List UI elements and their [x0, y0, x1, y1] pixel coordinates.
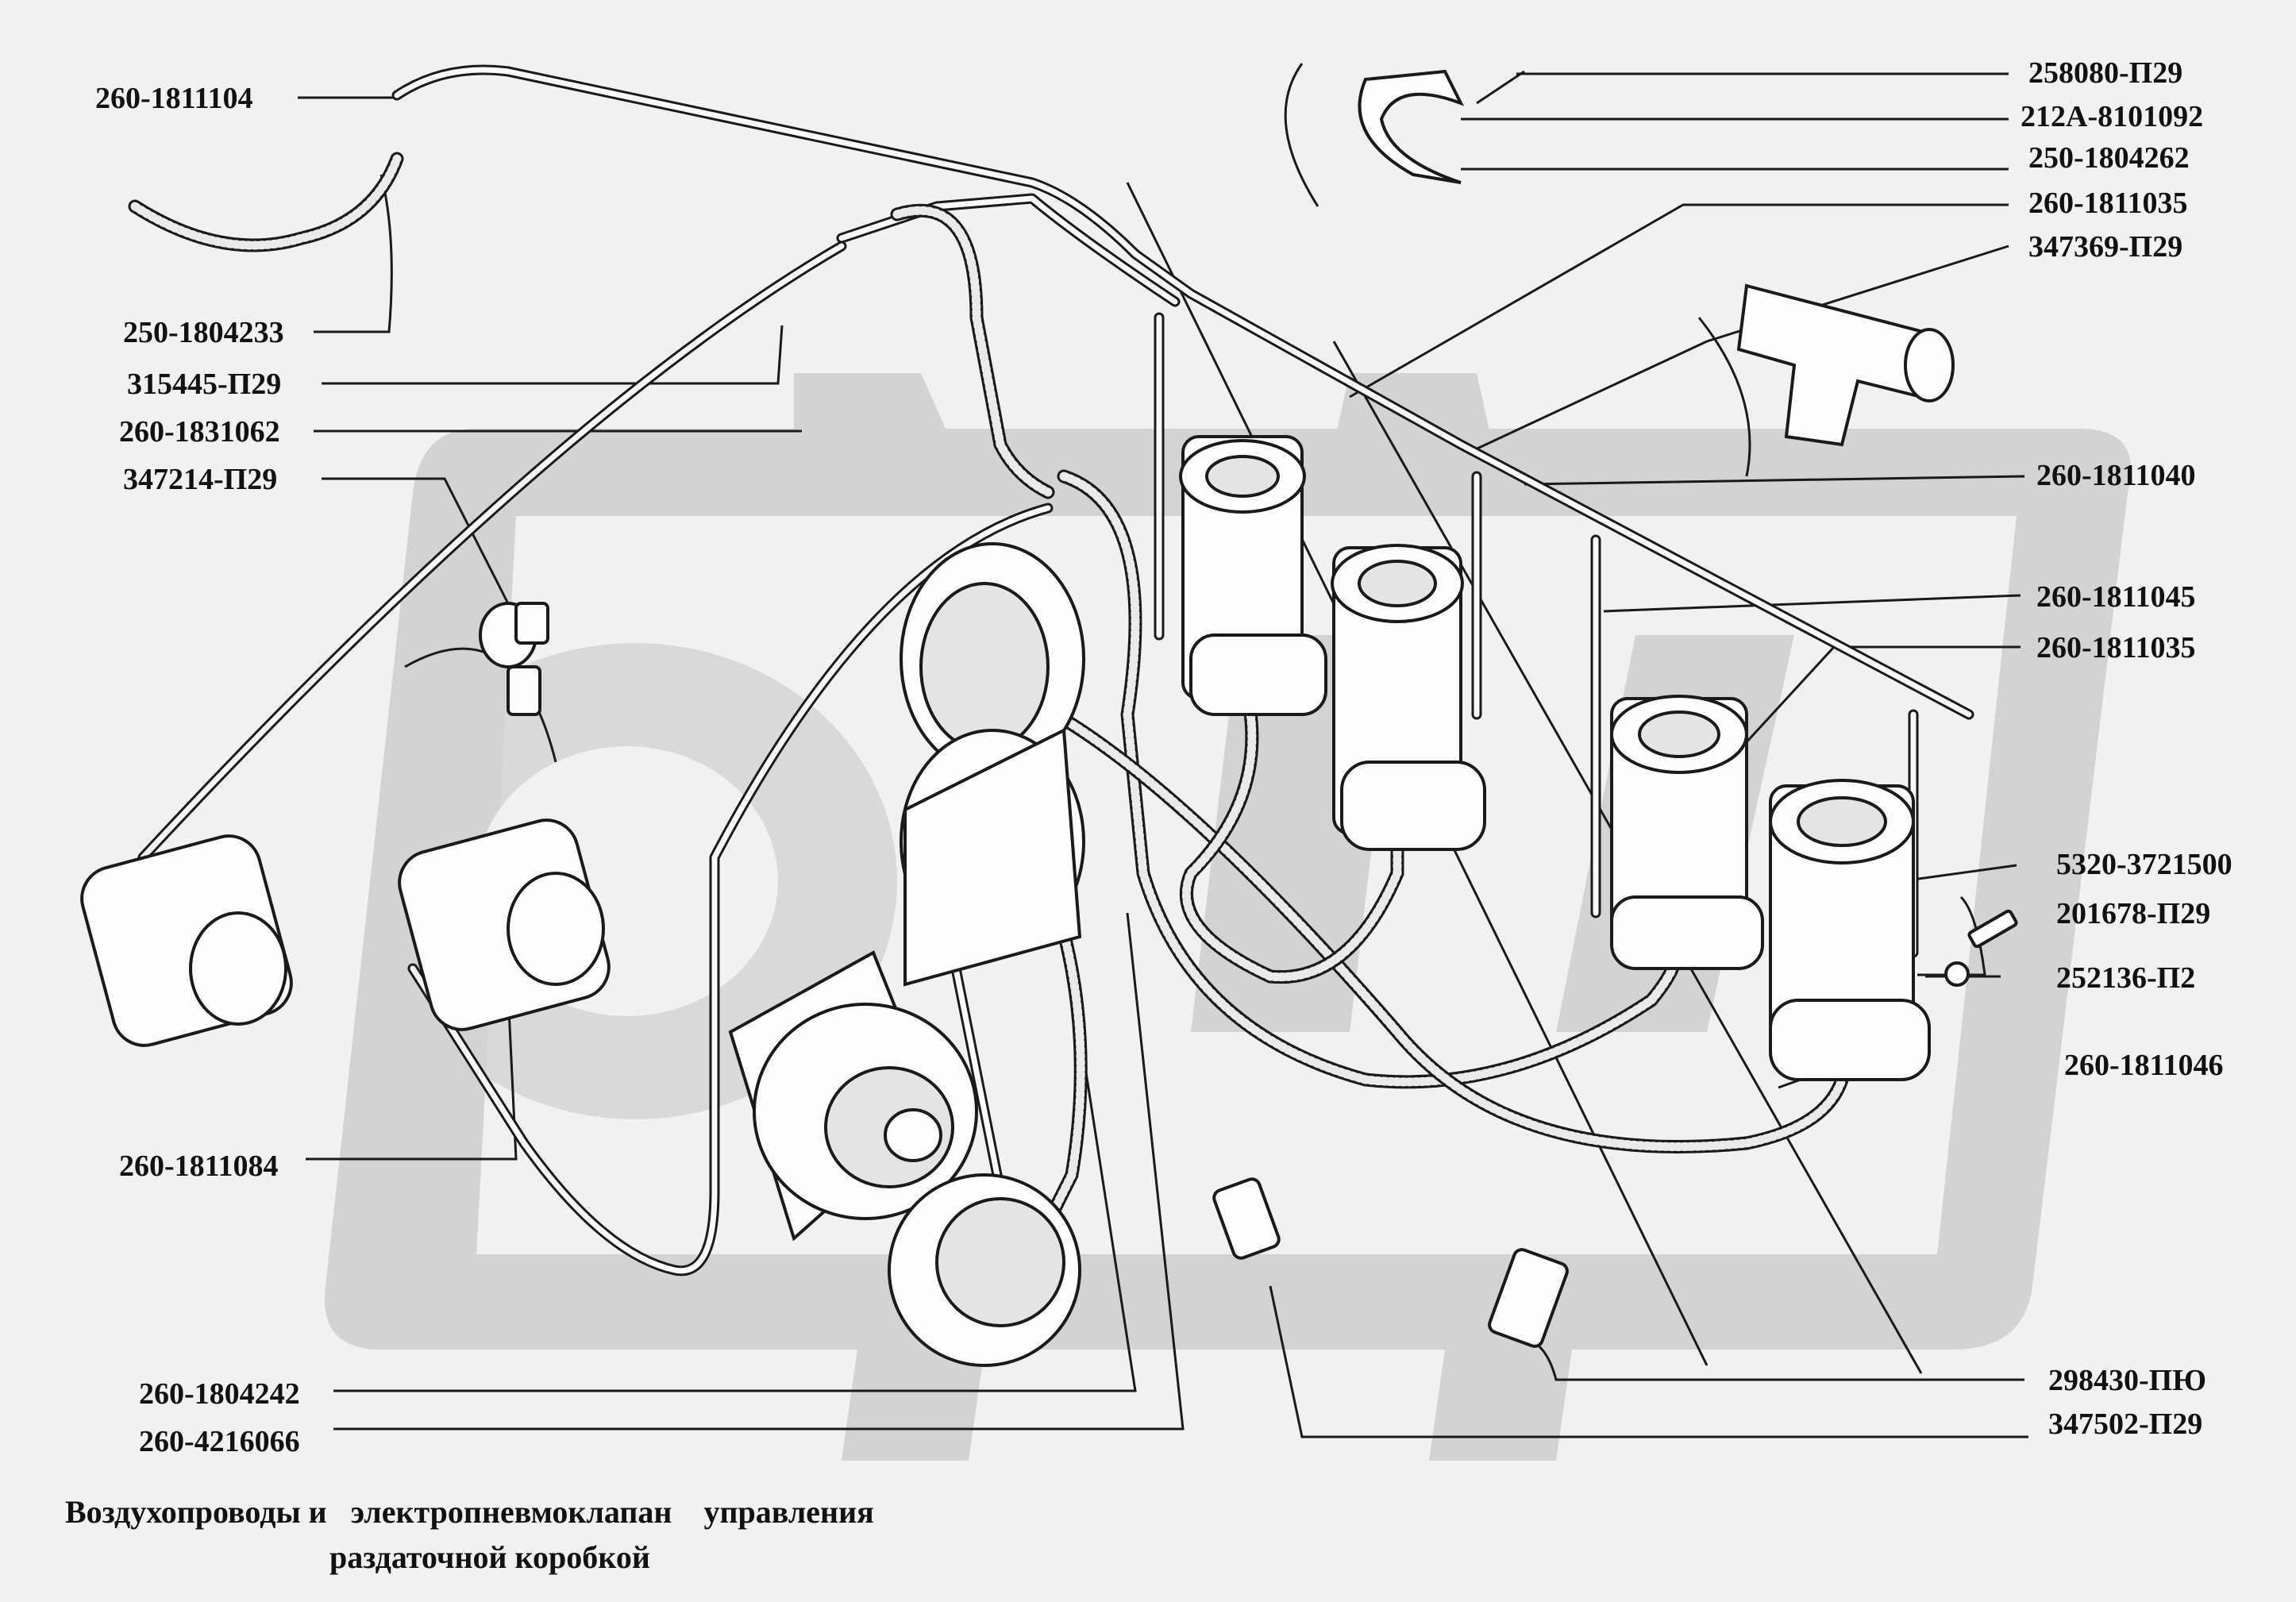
label-260-1811035-mid: 260-1811035 — [2036, 631, 2196, 664]
lower-actuator — [728, 950, 1081, 1367]
air-lines — [137, 64, 1974, 1277]
label-315445-p29: 315445-П29 — [127, 368, 282, 401]
label-347214-p29: 347214-П29 — [123, 463, 278, 496]
label-260-1831062: 260-1831062 — [119, 415, 280, 449]
solenoid-valve-4 — [1769, 779, 1931, 1081]
label-260-1811045: 260-1811045 — [2036, 580, 2196, 614]
elbow-fitting — [479, 602, 549, 716]
label-250-1804262: 250-1804262 — [2028, 141, 2190, 175]
label-260-1811046: 260-1811046 — [2064, 1049, 2224, 1082]
label-298430-pyu: 298430-ПЮ — [2048, 1364, 2206, 1397]
label-260-1811035-top: 260-1811035 — [2028, 187, 2188, 220]
label-212a-8101092: 212А-8101092 — [2021, 100, 2204, 133]
label-260-1811104: 260-1811104 — [95, 82, 253, 115]
tee-fitting — [1736, 283, 1955, 447]
label-347502-p29: 347502-П29 — [2048, 1408, 2203, 1441]
flex-hoses — [128, 152, 1849, 1230]
solenoid-valve-3 — [1610, 695, 1764, 970]
label-250-1804233: 250-1804233 — [123, 316, 284, 349]
label-260-1811040: 260-1811040 — [2036, 459, 2196, 492]
label-5320-3721500: 5320-3721500 — [2056, 848, 2232, 881]
label-347369-p29: 347369-П29 — [2028, 230, 2183, 264]
pneumatic-chambers — [80, 542, 1085, 1047]
solenoid-valves — [1179, 435, 1931, 1081]
solenoid-valve-2 — [1331, 544, 1486, 851]
label-260-1811084: 260-1811084 — [119, 1150, 279, 1183]
label-252136-p2: 252136-П2 — [2056, 961, 2196, 995]
caption-line-2: раздаточной коробкой — [329, 1539, 650, 1575]
label-258080-p29: 258080-П29 — [2028, 56, 2183, 90]
caption-line-1: Воздухопроводы и электропневмоклапан упр… — [65, 1494, 874, 1530]
label-201678-p29: 201678-П29 — [2056, 897, 2211, 930]
label-260-1804242: 260-1804242 — [139, 1377, 300, 1411]
solenoid-valve-1 — [1179, 435, 1327, 716]
label-260-4216066: 260-4216066 — [139, 1425, 300, 1458]
loose-fittings — [404, 63, 2018, 1348]
